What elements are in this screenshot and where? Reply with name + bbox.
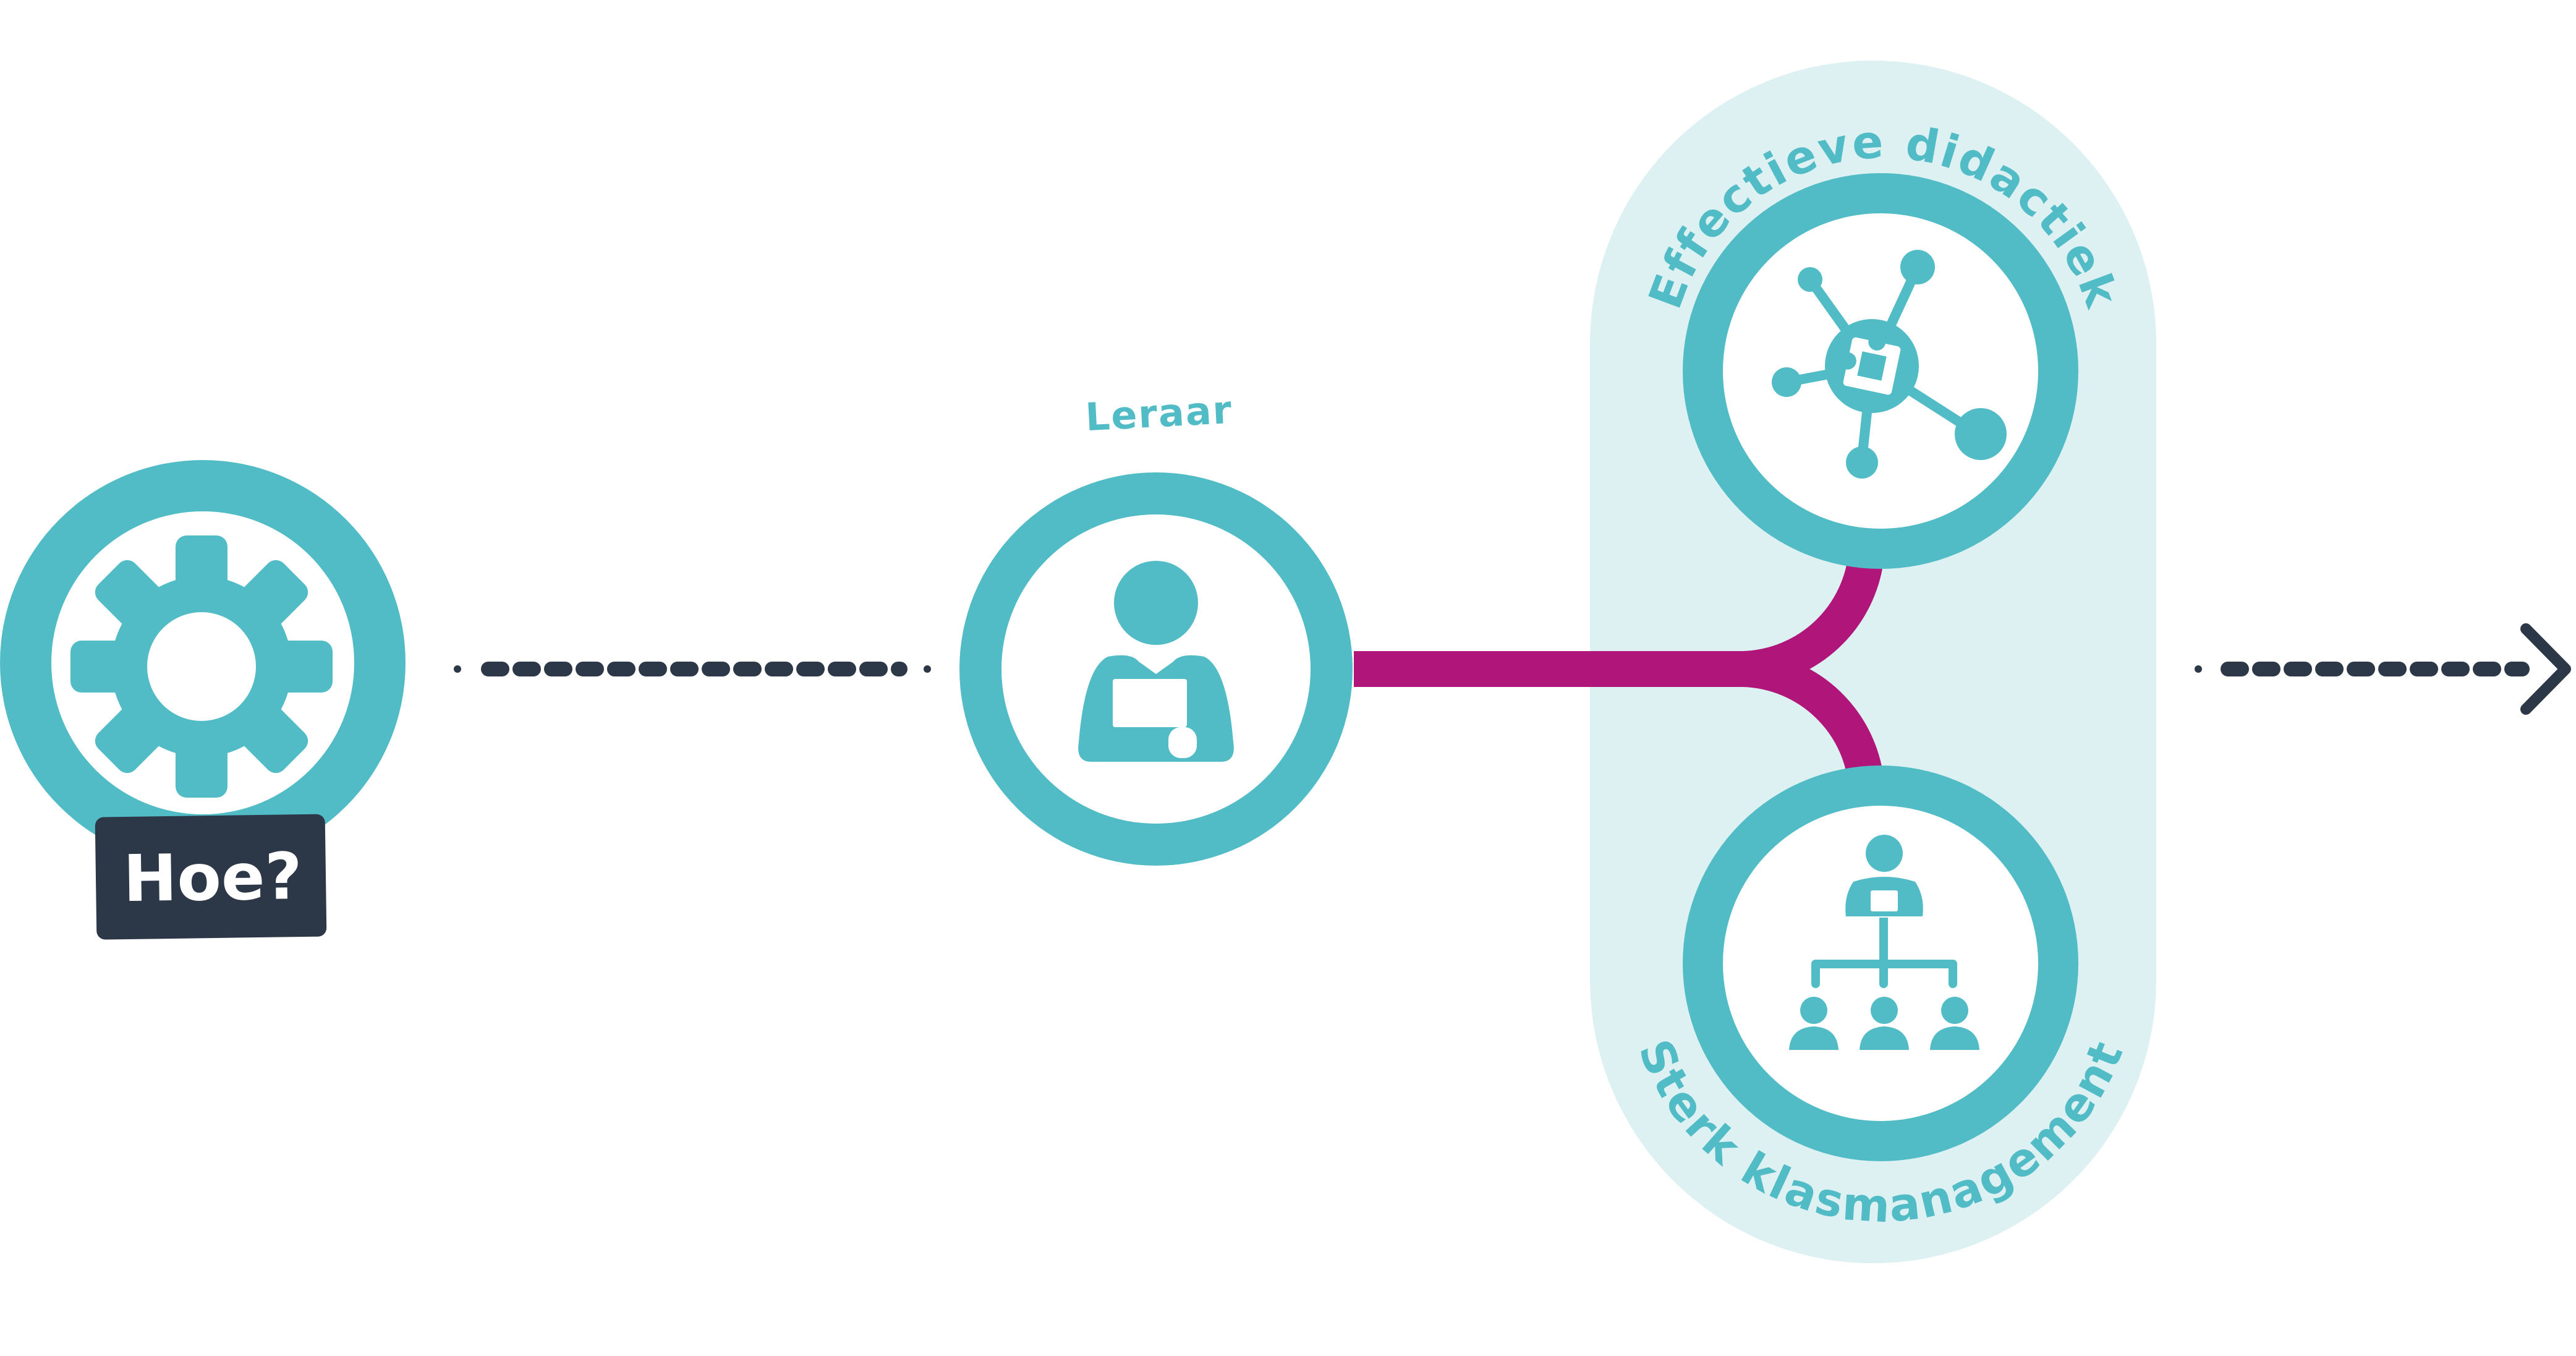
didactics-node xyxy=(1683,173,2078,569)
teacher-laptop-icon xyxy=(1078,561,1234,762)
gear-node xyxy=(0,460,406,866)
gear-icon xyxy=(70,535,333,798)
teacher-label: Leraar xyxy=(1084,387,1234,440)
class-management-node xyxy=(1683,765,2078,1161)
org-chart-icon xyxy=(1789,835,1979,1050)
question-badge: Hoe? xyxy=(95,814,327,940)
chevron-right-icon xyxy=(2520,623,2571,715)
teacher-node xyxy=(959,472,1353,866)
badge-label: Hoe? xyxy=(123,838,303,916)
puzzle-network-icon xyxy=(1772,250,2007,479)
